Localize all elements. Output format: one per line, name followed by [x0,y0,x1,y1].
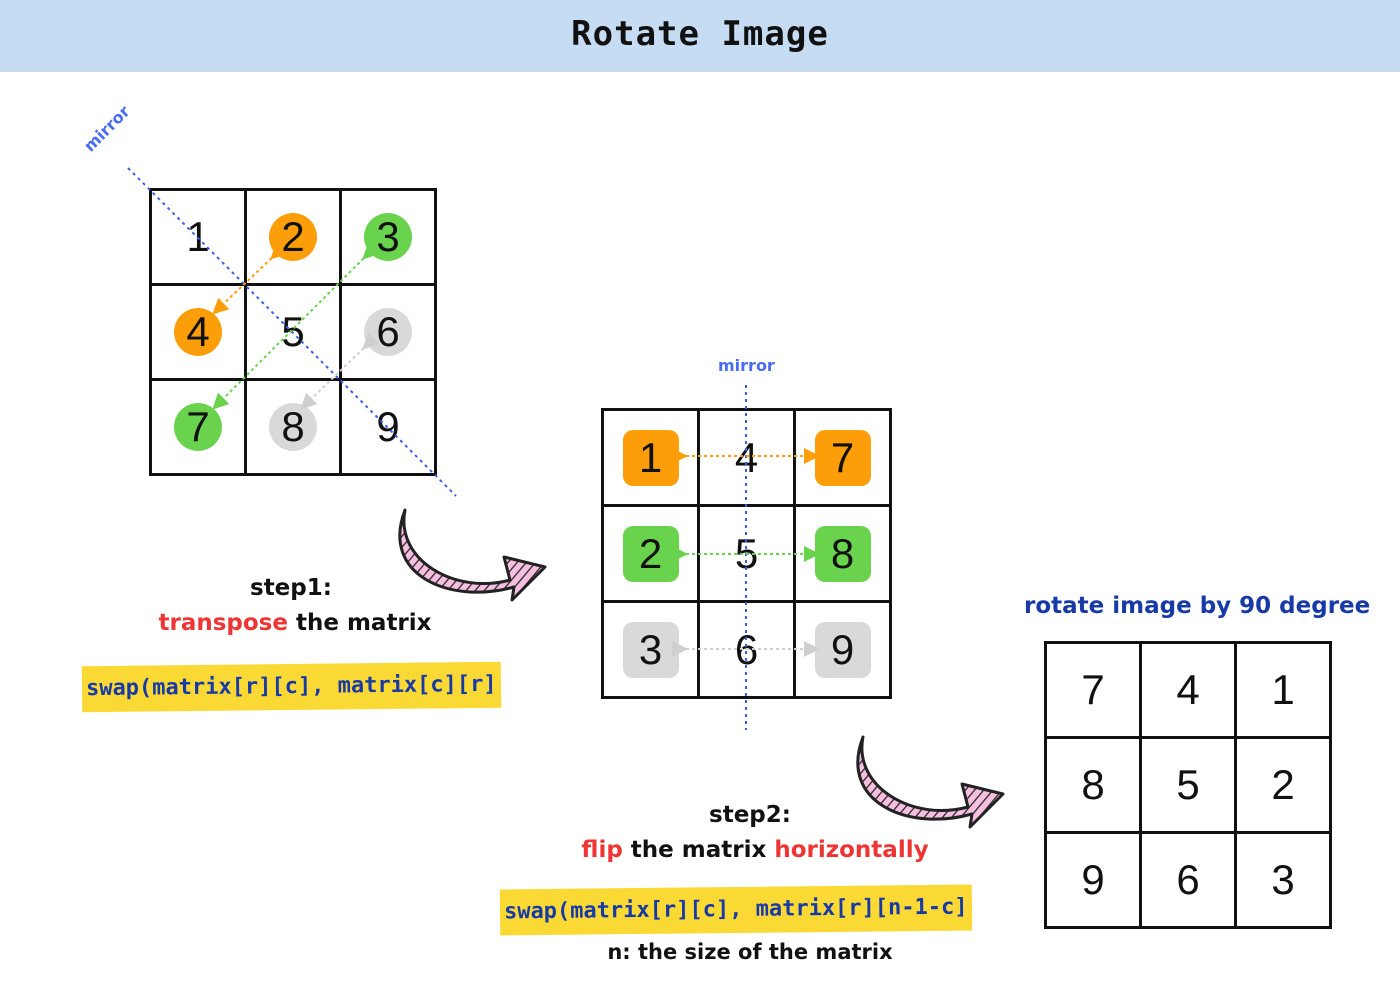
step1-rest: the matrix [287,610,432,636]
matrix-value: 1 [186,213,210,260]
matrix-value: 8 [1081,761,1105,808]
step2-note: n: the size of the matrix [607,940,893,964]
step2-description: flip the matrix horizontally [560,837,950,863]
diagonal-mirror-line [127,167,457,497]
step1-code: swap(matrix[r][c], matrix[c][r] [81,661,501,713]
step1-action-word: transpose [158,610,288,636]
matrix-value: 1 [1271,666,1295,713]
matrix-value: 7 [174,403,222,451]
matrix-cell: 2 [1234,736,1332,834]
curved-arrow-step1 [398,508,547,602]
page-title: Rotate Image [571,14,829,54]
vertical-mirror-label: mirror [718,356,775,375]
matrix-value: 7 [1081,666,1105,713]
matrix-value: 3 [1271,856,1295,903]
matrix-value: 6 [1176,856,1200,903]
matrix-cell: 7 [1044,641,1142,739]
matrix-value: 7 [814,429,871,486]
matrix-value: 2 [622,525,679,582]
step2-code: swap(matrix[r][c], matrix[r][n-1-c] [499,884,972,936]
matrix-value: 1 [622,429,679,486]
curved-arrow-step2 [856,735,1005,829]
matrix-cell: 9 [793,600,892,699]
matrix-value: 9 [814,621,871,678]
title-bar: Rotate Image [0,0,1400,72]
swap-arrow-3-7 [212,242,380,410]
swap-arrow-2-4 [212,242,288,315]
matrix-value: 8 [814,525,871,582]
step2-heading: step2: [709,802,791,828]
matrix-value: 4 [1176,666,1200,713]
matrix-value: 5 [1176,761,1200,808]
matrix-cell: 1 [1234,641,1332,739]
step2-action-word: flip [581,837,623,863]
matrix-cell: 3 [1234,831,1332,929]
step1-description: transpose the matrix [150,610,440,636]
result-label: rotate image by 90 degree [1024,593,1371,619]
swap-arrow-6-8 [300,332,380,410]
matrix-value: 9 [376,403,400,450]
step2-middle: the matrix [622,837,775,863]
matrix-cell: 8 [793,504,892,603]
rotated-matrix: 7 4 1 8 5 2 9 6 3 [1044,641,1338,935]
matrix-value: 9 [1081,856,1105,903]
matrix-cell: 1 [601,408,700,507]
matrix-cell: 8 [1044,736,1142,834]
matrix-value: 3 [622,621,679,678]
matrix-value: 8 [269,403,317,451]
matrix-cell: 9 [1044,831,1142,929]
step1-heading: step1: [250,575,332,601]
transposed-matrix: 147258369 [601,408,898,705]
step2-direction-word: horizontally [774,837,929,863]
matrix-value: 2 [1271,761,1295,808]
